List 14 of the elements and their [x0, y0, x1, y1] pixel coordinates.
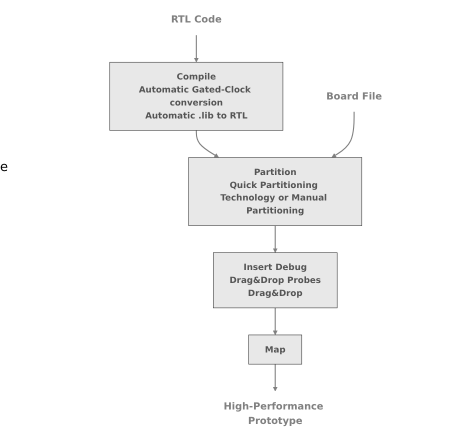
node-box: Map — [248, 334, 302, 364]
node-text: Board File — [326, 90, 382, 102]
arrow — [194, 35, 199, 62]
arrow — [272, 364, 278, 392]
arrow — [196, 130, 219, 158]
node-box: Partition Quick Partitioning Technology or Manual Partitioning — [188, 157, 362, 226]
note-text: e — [0, 160, 8, 175]
node-box: Insert Debug Drag&Drop Probes Drag&Drop — [213, 252, 338, 308]
node-text: High-Performance Prototype — [224, 400, 324, 427]
arrow — [272, 308, 278, 336]
node-box: Compile Automatic Gated-Clock conversion Automatic .lib to RTL — [110, 62, 284, 131]
arrow — [331, 112, 355, 158]
node-text: RTL Code — [170, 14, 222, 26]
arrow — [272, 226, 278, 253]
